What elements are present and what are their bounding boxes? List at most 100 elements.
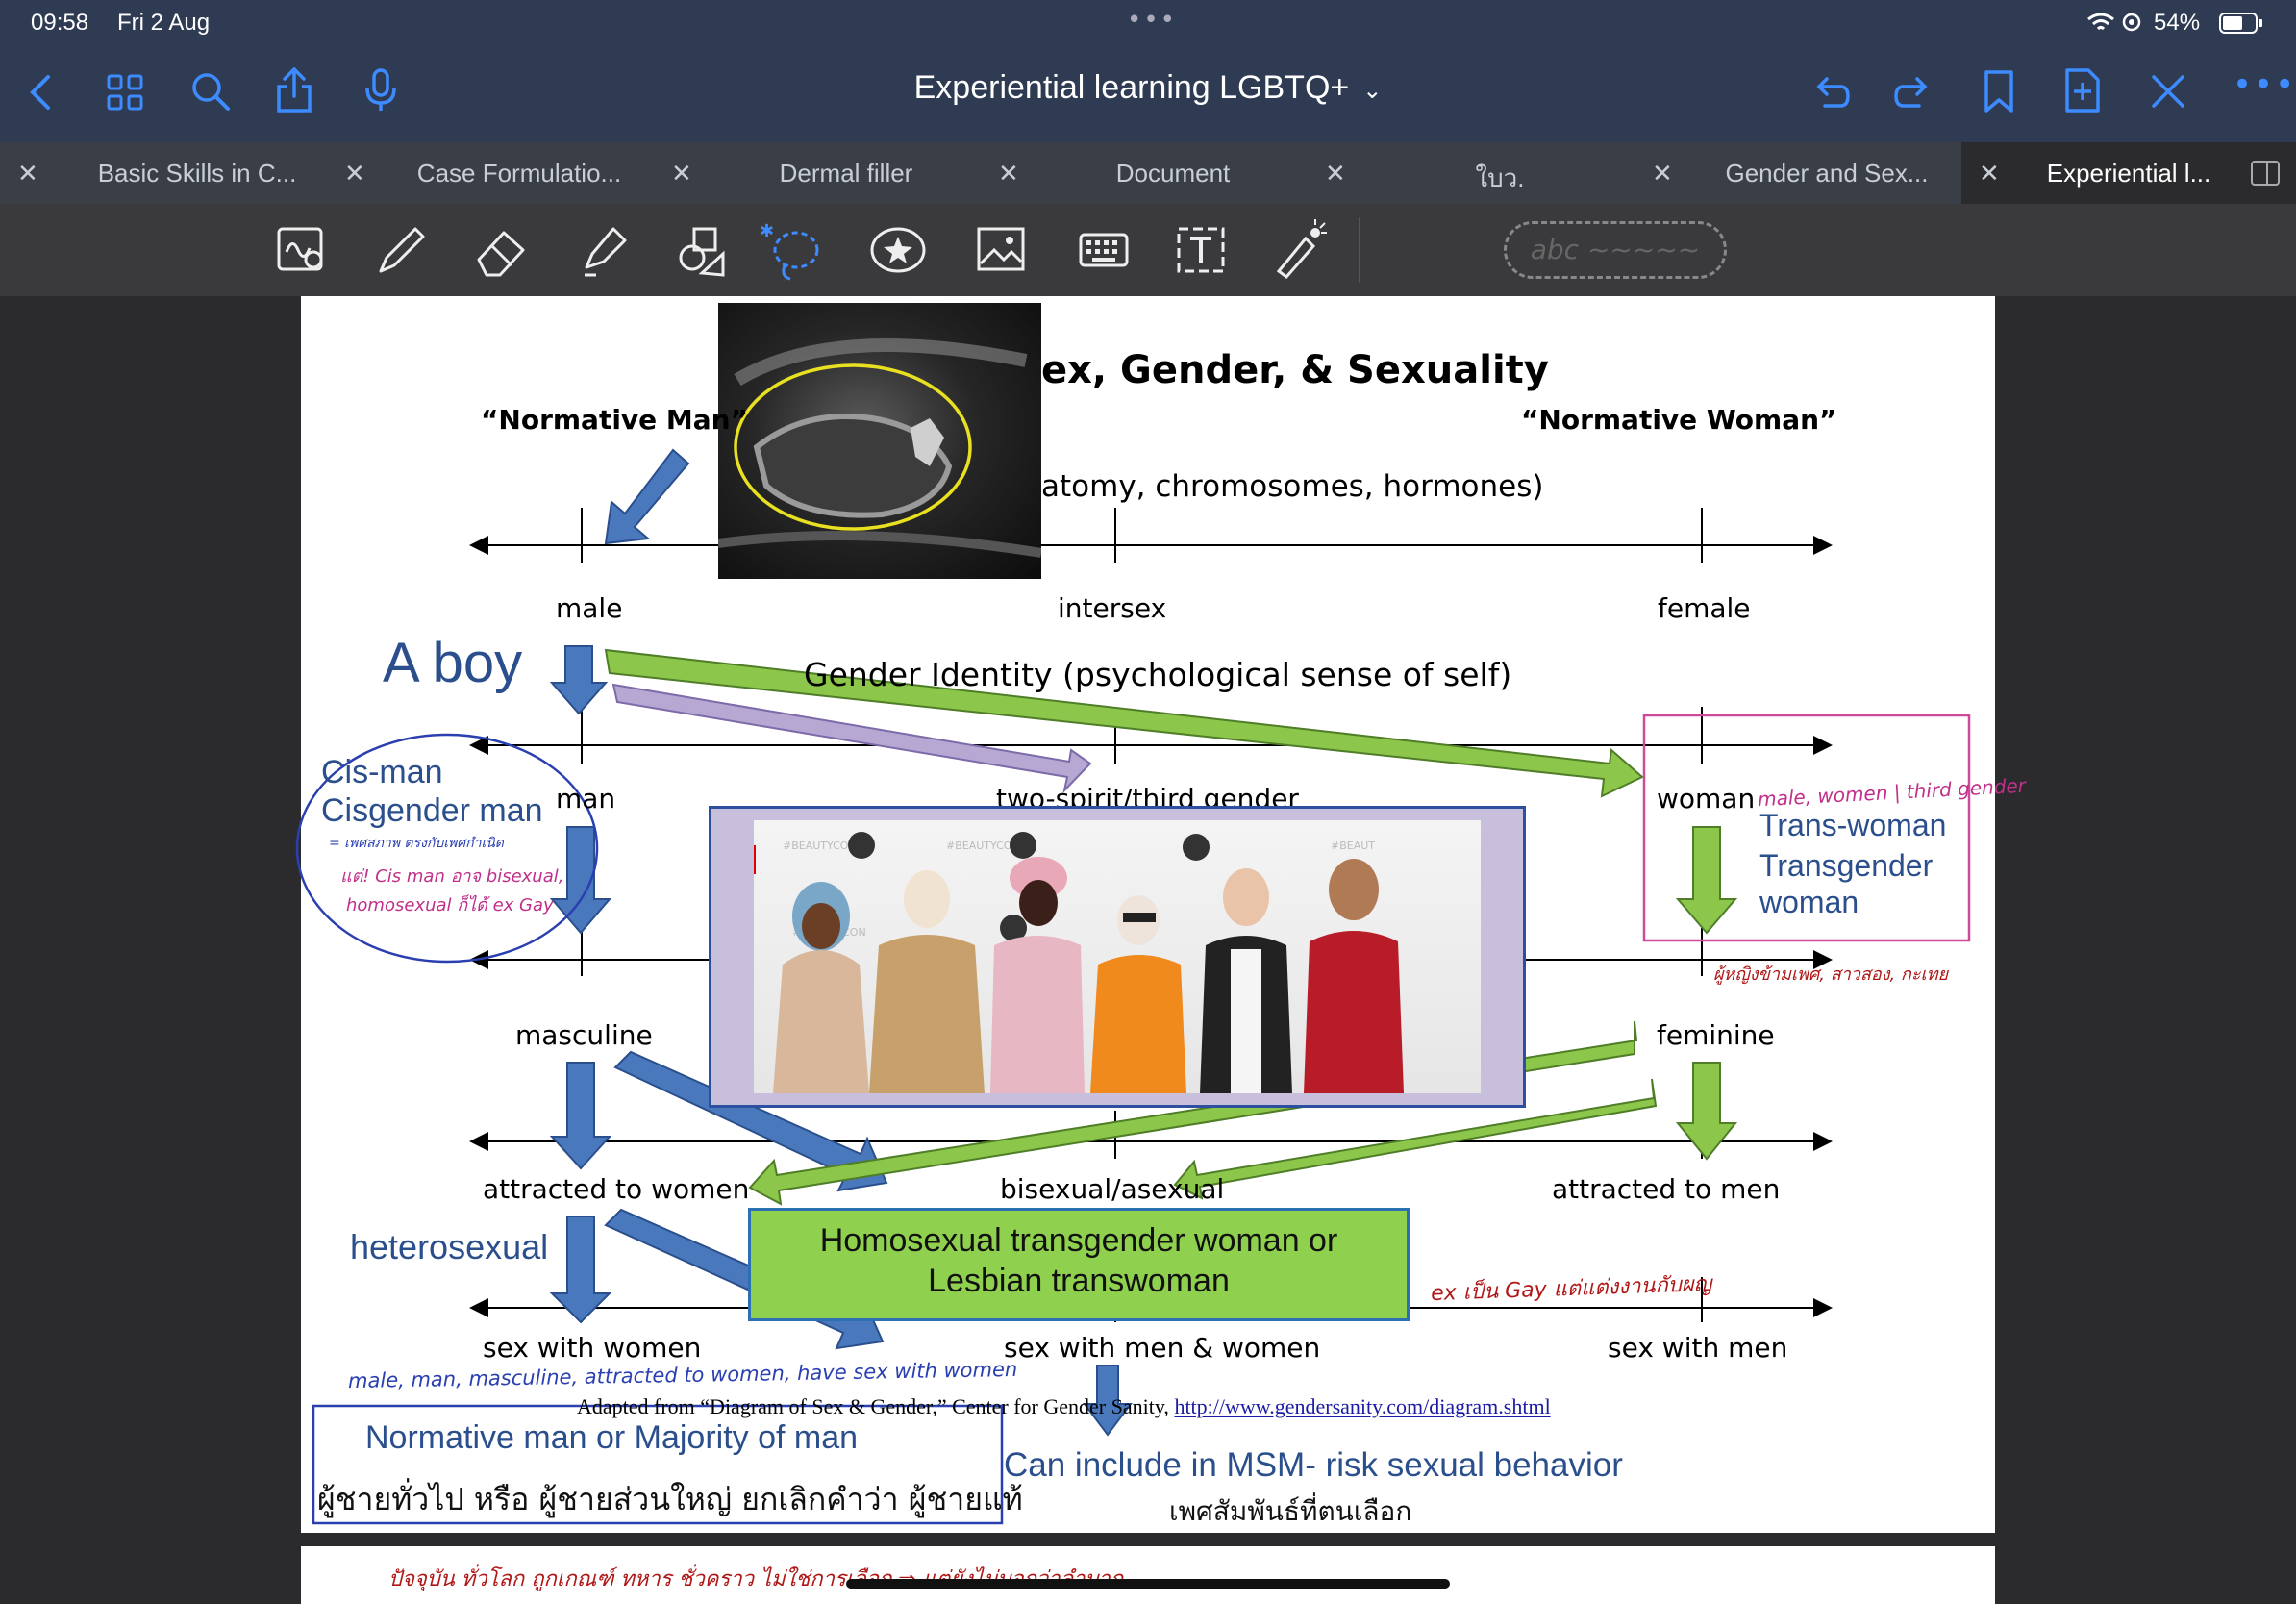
normative-man-label: “Normative Man”	[481, 404, 749, 436]
share-icon[interactable]	[275, 67, 313, 113]
lasso-icon[interactable]: ✱	[758, 217, 825, 285]
close-icon[interactable]: ✕	[1979, 159, 2000, 188]
add-page-icon[interactable]	[2063, 67, 2102, 113]
ultrasound-image[interactable]	[717, 303, 1042, 579]
next-page[interactable]	[301, 1546, 1995, 1604]
close-icon[interactable]: ✕	[671, 159, 692, 188]
green-arrow-woman-feminine	[1675, 826, 1738, 935]
close-icon[interactable]: ✕	[344, 159, 365, 188]
ultrasound-render	[717, 338, 1042, 558]
trans-woman-box	[1642, 714, 1971, 942]
search-icon[interactable]	[190, 71, 231, 112]
label-bisexual-asexual: bisexual/asexual	[1000, 1173, 1225, 1205]
shapes-icon[interactable]	[673, 221, 731, 279]
cis-man-annotation: Cis-man	[321, 754, 443, 790]
handwritten-feminine-note: ผู้หญิงข้ามเพศ, สาวสอง, กะเทย	[1713, 965, 1949, 985]
split-view-icon[interactable]	[2250, 160, 2281, 187]
pen-preset[interactable]: abc ~~~~~	[1504, 221, 1727, 279]
tab-experiential-learning[interactable]: ✕Experiential l...	[1961, 142, 2296, 204]
green-arrow-feminine-bisexual	[1173, 1078, 1658, 1200]
annotation-toolbar: ✱ abc ~~~~~	[0, 204, 2296, 296]
label-sex-with-women: sex with women	[483, 1332, 702, 1364]
label-man: man	[556, 783, 616, 815]
home-indicator[interactable]	[846, 1579, 1450, 1589]
image-icon[interactable]	[975, 223, 1029, 277]
more-icon[interactable]: •••	[2233, 65, 2296, 104]
back-icon[interactable]	[27, 73, 56, 112]
orientation-lock-icon	[2122, 13, 2141, 32]
wifi-icon	[2087, 13, 2114, 31]
close-icon[interactable]: ✕	[1325, 159, 1346, 188]
close-icon[interactable]: ✕	[17, 159, 38, 188]
highlighter-icon[interactable]	[575, 221, 633, 279]
label-male: male	[556, 592, 623, 624]
slide-title: ex, Gender, & Sexuality	[1041, 348, 1549, 392]
laser-pointer-icon[interactable]	[1271, 217, 1329, 279]
eraser-icon[interactable]	[473, 221, 531, 279]
normative-man-box	[312, 1404, 1004, 1525]
bookmark-icon[interactable]	[1983, 69, 2015, 113]
tab-thai-doc[interactable]: ✕ใบว.	[1325, 159, 1525, 192]
grid-view-icon[interactable]	[106, 73, 144, 112]
tab-bar: ✕Basic Skills in C... ✕Case Formulatio..…	[0, 142, 2296, 204]
green-arrow-woman	[604, 648, 1644, 798]
battery-percent: 54%	[2154, 10, 2201, 36]
green-box-line1: Homosexual transgender woman or	[819, 1222, 1338, 1259]
label-attracted-to-men: attracted to men	[1552, 1173, 1781, 1205]
text-box-icon[interactable]	[1175, 223, 1229, 277]
undo-icon[interactable]	[1811, 73, 1850, 108]
heterosexual-annotation: heterosexual	[350, 1227, 549, 1266]
svg-text:#BEAUTYCON: #BEAUTYCON	[783, 840, 857, 852]
pen-icon[interactable]	[373, 221, 431, 279]
trans-woman-annotation: Trans-woman	[1759, 808, 1947, 842]
label-masculine: masculine	[515, 1019, 653, 1051]
navigation-bar: 09:58 Fri 2 Aug ••• 54% Experiential lea…	[0, 0, 2296, 142]
tab-document[interactable]: ✕Document	[998, 159, 1231, 188]
green-box-line2: Lesbian transwoman	[928, 1263, 1230, 1299]
gender-identity-caption: Gender Identity (psychological sense of …	[804, 656, 1512, 693]
label-attracted-to-women: attracted to women	[483, 1173, 750, 1205]
normative-box-line2: ผู้ชายทั่วไป หรือ ผู้ชายส่วนใหญ่ ยกเลิกค…	[317, 1481, 1023, 1517]
redo-icon[interactable]	[1894, 73, 1933, 108]
handwritten-cis-line3: homosexual ก็ได้ ex Gay	[346, 895, 554, 915]
group-photo[interactable]: #BEAUTYCON#BEAUTYCON#BEAUTYCON#BEAUT	[709, 806, 1526, 1108]
group-photo-image: #BEAUTYCON#BEAUTYCON#BEAUTYCON#BEAUT	[754, 820, 1481, 1093]
multitask-dots-icon[interactable]: •••	[1127, 6, 1178, 35]
credit-link[interactable]: http://www.gendersanity.com/diagram.shtm…	[1174, 1394, 1551, 1418]
label-sex-with-men: sex with men	[1608, 1332, 1788, 1364]
close-icon[interactable]: ✕	[998, 159, 1019, 188]
blue-arrow-man	[549, 826, 612, 935]
tab-case-formulation[interactable]: ✕Case Formulatio...	[344, 159, 622, 188]
photo-render: #BEAUTYCON#BEAUTYCON#BEAUTYCON#BEAUT	[754, 832, 1404, 1093]
status-time: 09:58	[31, 10, 89, 36]
credit-text: Adapted from “Diagram of Sex & Gender,” …	[577, 1394, 1551, 1418]
close-icon[interactable]: ✕	[1652, 159, 1673, 188]
green-arrows	[604, 648, 1738, 1206]
label-woman: woman	[1657, 783, 1756, 815]
status-date: Fri 2 Aug	[117, 10, 211, 36]
handwriting-to-text-icon[interactable]	[275, 223, 329, 277]
microphone-icon[interactable]	[362, 67, 400, 113]
label-sex-with-men-women: sex with men & women	[1004, 1332, 1321, 1364]
green-arrow-feminine-men	[1675, 1062, 1738, 1161]
sticker-icon[interactable]	[869, 223, 927, 277]
tab-gender-and-sex[interactable]: ✕Gender and Sex...	[1652, 159, 1929, 188]
normative-box-line1: Normative man or Majority of man	[365, 1419, 859, 1456]
woman-annotation: woman	[1759, 885, 1859, 919]
blue-arrow-msm	[1083, 1365, 1133, 1437]
tab-basic-skills[interactable]: ✕Basic Skills in C...	[17, 159, 297, 188]
battery-icon	[2219, 13, 2262, 34]
svg-text:#BEAUT: #BEAUT	[1331, 840, 1375, 852]
close-editing-icon[interactable]	[2150, 73, 2186, 110]
label-female: female	[1658, 592, 1751, 624]
handwritten-cis-line1: = เพศสภาพ ตรงกับเพศกำเนิด	[329, 836, 504, 851]
handwritten-cis-line2: แต่! Cis man อาจ bisexual,	[340, 866, 564, 887]
homosexual-transwoman-box[interactable]: Homosexual transgender woman or Lesbian …	[748, 1208, 1410, 1321]
tab-dermal-filler[interactable]: ✕Dermal filler	[671, 159, 913, 188]
toolbar-divider	[1359, 217, 1360, 283]
keyboard-icon[interactable]	[1077, 223, 1131, 277]
document-title[interactable]: Experiential learning LGBTQ+⌄	[913, 69, 1383, 106]
a-boy-annotation: A boy	[383, 632, 523, 694]
msm-thai-annotation: เพศสัมพันธ์ที่ตนเลือก	[1169, 1495, 1412, 1527]
yellow-circle	[734, 363, 972, 531]
